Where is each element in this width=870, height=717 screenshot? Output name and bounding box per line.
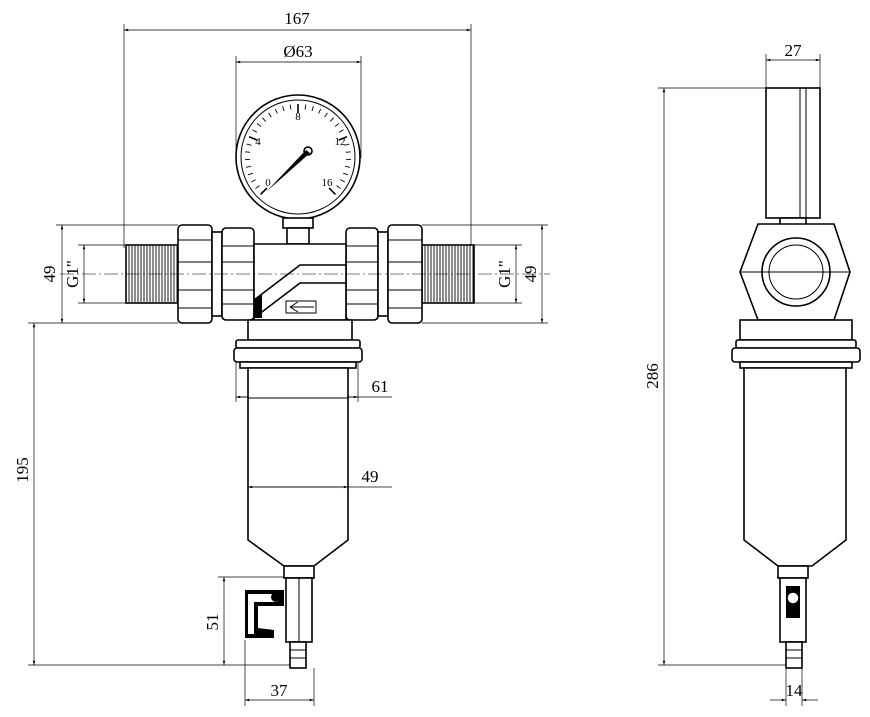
gauge-tick (318, 108, 322, 114)
gauge-tick (262, 117, 267, 122)
gauge-tick (268, 112, 272, 118)
gauge-tick (336, 185, 341, 189)
label-27: 27 (785, 41, 803, 60)
gauge-tick (247, 172, 253, 176)
label-14: 14 (786, 681, 804, 700)
side-view: 27 (643, 41, 861, 706)
dim-drain-37: 37 (244, 640, 315, 706)
dim-bowl-49: 49 (248, 467, 392, 489)
flow-arrow-icon (289, 301, 314, 313)
gauge-label-0: 0 (265, 177, 271, 189)
dim-side-27: 27 (765, 41, 821, 88)
gauge-tick (343, 172, 349, 176)
label-61: 61 (372, 377, 389, 396)
gauge-tick (282, 106, 285, 112)
side-gauge (765, 87, 821, 229)
label-49-mid: 49 (362, 467, 379, 486)
dim-left-inlet: 49 G1" (40, 224, 178, 324)
dim-gauge-diameter: Ø63 (235, 42, 362, 158)
label-286: 286 (643, 363, 662, 389)
gauge-tick (334, 123, 340, 127)
gauge-tick (248, 135, 258, 141)
label-37: 37 (271, 681, 289, 700)
gauge-tick (338, 129, 344, 133)
gauge-tick (255, 185, 260, 189)
label-49-left: 49 (40, 266, 59, 283)
label-g1-right: G1" (495, 260, 514, 288)
gauge-tick (289, 104, 292, 110)
drain-valve (245, 565, 315, 669)
label-167: 167 (284, 9, 310, 28)
label-o63: Ø63 (283, 42, 312, 61)
gauge-label-8: 8 (295, 111, 301, 123)
label-51: 51 (203, 614, 222, 631)
dim-drain-51: 51 (203, 576, 284, 665)
side-bowl-ring (731, 339, 861, 369)
pressure-gauge: 8 4 12 0 16 (235, 94, 361, 245)
gauge-tick (344, 143, 350, 146)
dim-right-inlet: 49 G1" (422, 224, 548, 324)
gauge-tick (245, 165, 252, 168)
gauge-tick (329, 117, 334, 122)
front-view: 167 Ø63 8 4 12 0 16 (13, 9, 550, 706)
gauge-label-4: 4 (255, 136, 261, 148)
side-bowl (743, 367, 847, 567)
bowl-ring (233, 339, 363, 369)
gauge-label-16: 16 (322, 177, 334, 189)
dim-total-width: 167 (123, 9, 472, 248)
gauge-tick (344, 165, 351, 168)
dim-height-286: 286 (643, 87, 786, 666)
label-g1-left: G1" (63, 260, 82, 288)
gauge-tick (324, 112, 328, 118)
gauge-tick (338, 135, 348, 141)
side-head (739, 223, 853, 341)
gauge-tick (311, 106, 314, 112)
gauge-tick (252, 129, 258, 133)
gauge-tick (274, 108, 278, 114)
gauge-tick (251, 179, 256, 183)
gauge-needle (266, 150, 310, 192)
gauge-label-12: 12 (335, 136, 346, 148)
filter-bowl (247, 367, 349, 567)
gauge-tick (304, 104, 307, 110)
gauge-tick (340, 179, 345, 183)
gauge-ticks (245, 104, 351, 196)
side-drain (777, 565, 809, 669)
dim-drain-14: 14 (770, 668, 818, 706)
gauge-tick (328, 187, 337, 196)
label-49-right: 49 (521, 266, 540, 283)
gauge-tick (256, 123, 262, 127)
right-union (345, 224, 423, 324)
filter-head (247, 243, 353, 341)
gauge-tick (259, 187, 268, 196)
dim-height-195: 195 (13, 322, 290, 666)
label-195: 195 (13, 457, 32, 483)
gauge-tick (246, 143, 252, 146)
